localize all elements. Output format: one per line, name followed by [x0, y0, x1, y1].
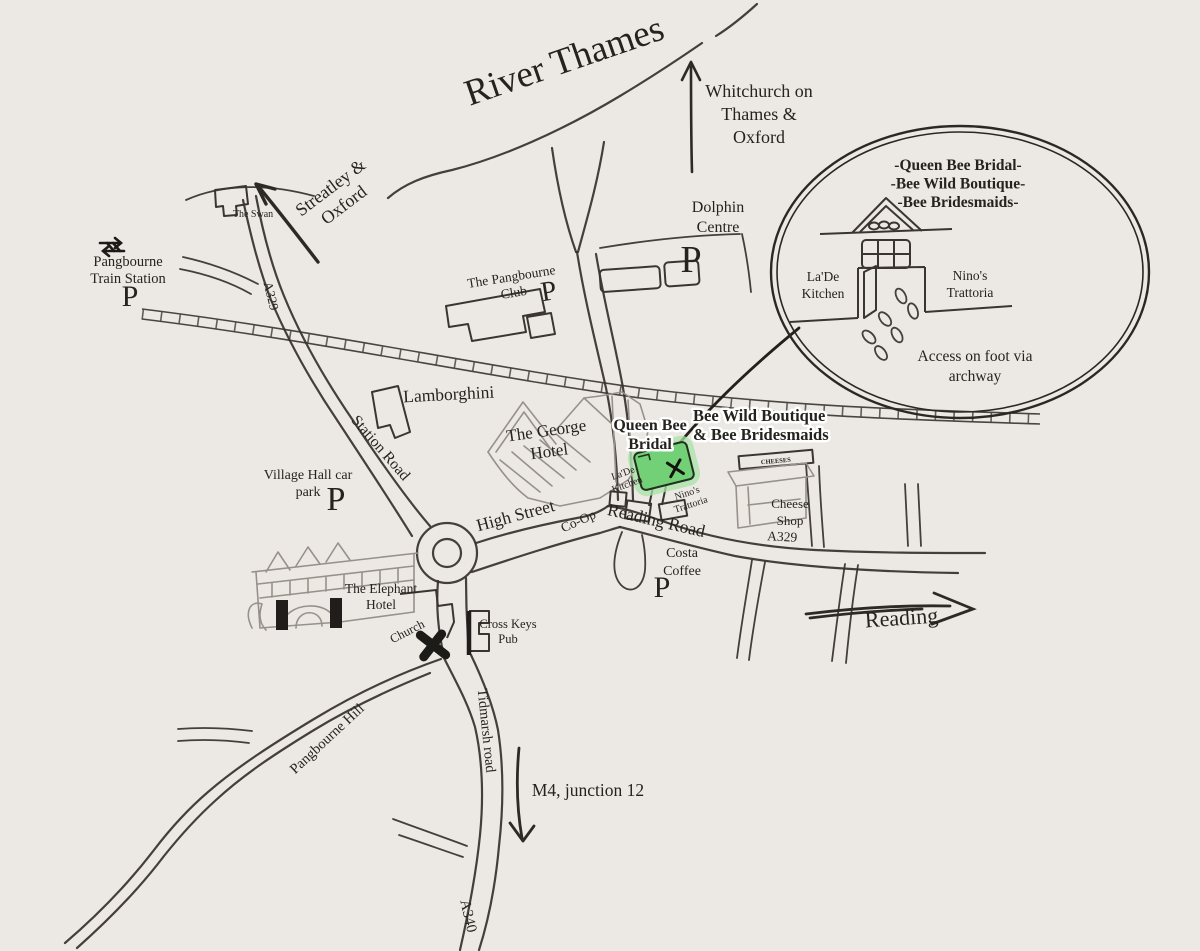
pangbourne-club-building	[445, 288, 546, 342]
road-costa-loop	[613, 531, 647, 591]
church-building	[399, 589, 455, 639]
road-high-street	[474, 504, 610, 545]
george-hotel-label: The GeorgeHotel	[505, 416, 590, 467]
m4-arrow-icon	[508, 746, 536, 843]
arrows	[254, 60, 977, 843]
cheese-shop-sketch	[727, 448, 815, 529]
station-road-label: Station Road	[348, 412, 414, 484]
national-rail-icon	[98, 236, 126, 258]
inset-building-sketch	[789, 197, 1013, 323]
road-dolphin-access	[599, 233, 741, 249]
train-station-parking: P	[122, 280, 139, 313]
footprints-icon	[861, 287, 919, 361]
roads	[63, 140, 987, 951]
marker-x-icon	[665, 458, 685, 479]
tidmarsh-road-label: Tidmarsh road	[474, 688, 499, 774]
road-a329-north	[254, 194, 432, 528]
bee-wild-boutique-label: Bee Wild Boutique& Bee Bridesmaids	[693, 406, 829, 444]
dolphin-parking: P	[680, 239, 701, 281]
george-hotel-sketch	[487, 391, 649, 507]
a329-north-label: A329	[261, 280, 283, 312]
lamborghini-building	[371, 385, 411, 439]
road-pangbourne-hill	[63, 657, 443, 945]
reading-arrow-icon	[804, 591, 977, 626]
swan-building	[214, 185, 249, 217]
queen-bee-marker	[627, 435, 701, 497]
elephant-hotel-sketch	[247, 542, 419, 631]
co-op-label: Co-Op	[558, 506, 598, 535]
the-swan-label: The Swan	[233, 209, 273, 220]
dolphin-centre-building	[598, 259, 701, 293]
road-tidmarsh	[442, 656, 484, 951]
village-hall-parking: P	[327, 481, 346, 518]
lamborghini-label: Lamborghini	[403, 382, 495, 407]
cheeses-sign-label: CHEESES	[761, 457, 792, 467]
cross-keys-building	[469, 610, 490, 652]
church-cross-icon	[415, 629, 451, 662]
road-whitchurch	[550, 146, 578, 254]
reading-label: Reading	[864, 602, 939, 632]
river-thames	[185, 2, 759, 201]
a329-east-label: A329	[767, 528, 798, 545]
inset-oval	[769, 124, 1151, 420]
roundabout	[431, 537, 463, 569]
pangbourne-club-parking: P	[539, 275, 559, 308]
streatley-oxford-label: Streatley &Oxford	[291, 154, 382, 237]
inset-title-label: -Queen Bee Bridal--Bee Wild Boutique--Be…	[891, 157, 1026, 211]
road-a329-north-2	[241, 198, 414, 538]
high-street-label: High Street	[474, 495, 557, 535]
m4-junction-label: M4, junction 12	[532, 780, 644, 800]
costa-parking: P	[654, 571, 671, 604]
road-station-spur	[182, 256, 259, 285]
a340-label: A340	[456, 898, 479, 934]
buildings	[214, 185, 815, 662]
whitchurch-arrow-icon	[680, 60, 702, 174]
river-thames-label: River Thames	[459, 8, 669, 114]
streatley-arrow-icon	[254, 182, 320, 264]
